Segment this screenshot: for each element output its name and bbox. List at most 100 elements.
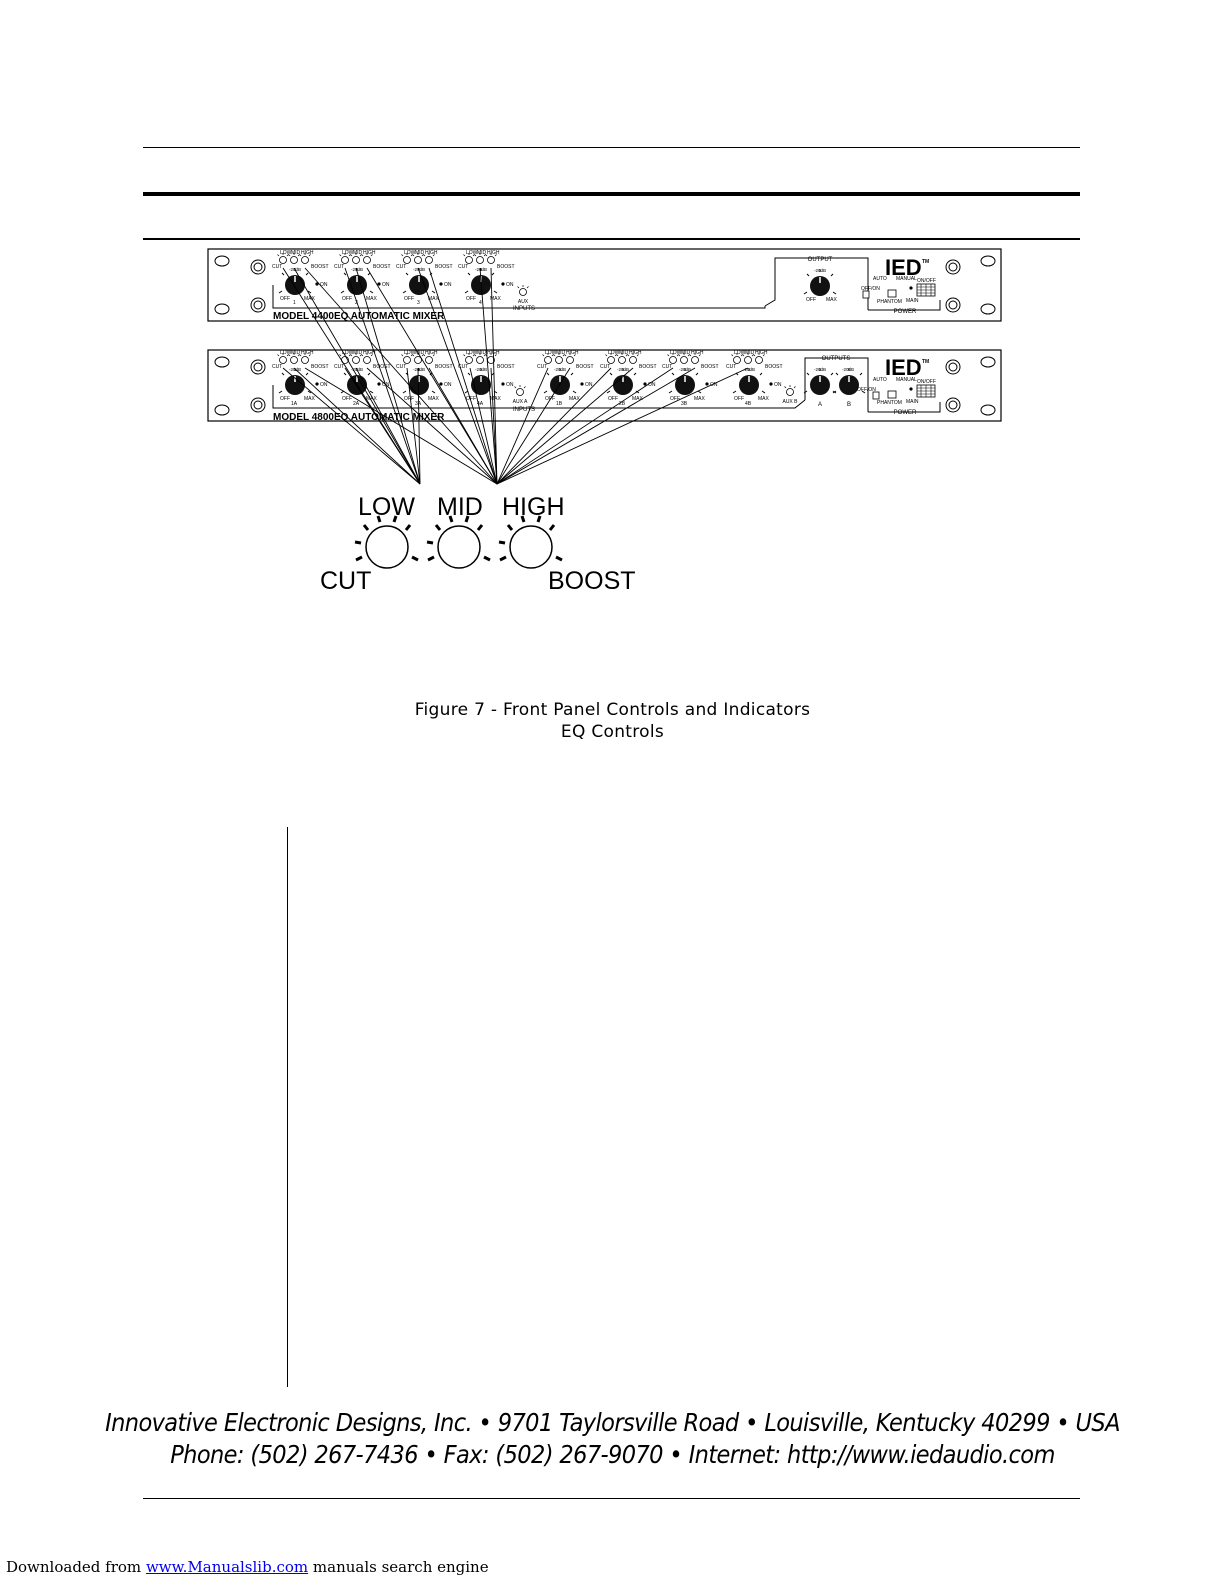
svg-text:TM: TM: [922, 359, 929, 365]
svg-text:HIGH: HIGH: [301, 350, 314, 356]
svg-text:MID: MID: [415, 250, 425, 256]
rack-slot-icon: [214, 255, 230, 267]
headphone-jack-icon: [250, 397, 266, 413]
svg-text:ON/OFF: ON/OFF: [917, 278, 936, 284]
panel-4400eq: INPUTS AUX LOW MID HIGH CUT BOOST -20dB …: [207, 248, 1002, 322]
figure-caption-line1: Figure 7 - Front Panel Controls and Indi…: [414, 700, 811, 720]
mode-switch[interactable]: [887, 390, 897, 399]
svg-text:MID: MID: [291, 250, 301, 256]
svg-text:CUT: CUT: [458, 364, 468, 370]
svg-text:LOW: LOW: [608, 350, 620, 356]
svg-text:MID: MID: [619, 350, 629, 356]
footer-contact: Phone: (502) 267-7436 • Fax: (502) 267-9…: [170, 1440, 1055, 1469]
channel-number: 1A: [291, 401, 298, 407]
svg-text:MAX: MAX: [758, 396, 770, 402]
svg-text:ON: ON: [444, 282, 452, 288]
mode-switch[interactable]: [887, 289, 897, 298]
svg-text:A: A: [818, 402, 822, 408]
aux-label: AUX: [518, 299, 529, 305]
outputs-label: OUTPUTS: [822, 356, 851, 362]
model-label: MODEL 4800EQ AUTOMATIC MIXER: [273, 412, 445, 423]
svg-text:BOOST: BOOST: [311, 364, 329, 370]
rack-slot-icon: [980, 356, 996, 368]
svg-text:MID: MID: [745, 350, 755, 356]
svg-text:BOOST: BOOST: [497, 264, 515, 270]
svg-text:MID: MID: [681, 350, 691, 356]
svg-text:MID: MID: [353, 250, 363, 256]
phantom-switch[interactable]: [872, 391, 880, 400]
svg-text:ON: ON: [506, 282, 514, 288]
footer-rule: [143, 1498, 1080, 1499]
svg-text:OFF: OFF: [466, 296, 476, 302]
svg-text:CUT: CUT: [600, 364, 610, 370]
svg-text:ON: ON: [382, 282, 390, 288]
channel-number: 3: [417, 300, 420, 306]
svg-text:LOW: LOW: [342, 250, 354, 256]
svg-text:AUX A: AUX A: [513, 399, 528, 405]
svg-text:ON: ON: [774, 382, 782, 388]
svg-text:MAX: MAX: [694, 396, 706, 402]
channel-number: 2A: [353, 401, 360, 407]
svg-text:ON: ON: [710, 382, 718, 388]
channel-number: 3B: [681, 401, 688, 407]
manualslib-link[interactable]: www.Manualslib.com: [145, 1558, 309, 1576]
svg-text:MAX: MAX: [304, 296, 316, 302]
svg-text:ON: ON: [506, 382, 514, 388]
svg-text:CUT: CUT: [458, 264, 468, 270]
svg-text:OFF: OFF: [342, 396, 352, 402]
power-label: POWER: [894, 410, 917, 416]
svg-text:OFF: OFF: [404, 296, 414, 302]
channel-strip-3: LOW MID HIGH CUT BOOST -20dB OFF MAX 3 O…: [396, 250, 453, 306]
phantom-switch[interactable]: [862, 290, 870, 299]
svg-text:LOW: LOW: [734, 350, 746, 356]
svg-text:HIGH: HIGH: [301, 250, 314, 256]
margin-vertical-rule: [287, 827, 288, 1387]
eq-mid-knob-large: [426, 515, 491, 569]
svg-text:LOW: LOW: [280, 350, 292, 356]
svg-text:AUTO: AUTO: [873, 276, 887, 282]
svg-text:ON/OFF: ON/OFF: [917, 379, 936, 385]
svg-text:TM: TM: [922, 259, 929, 265]
svg-text:BOOST: BOOST: [435, 364, 453, 370]
svg-text:ON: ON: [585, 382, 593, 388]
rack-slot-icon: [980, 404, 996, 416]
svg-text:HIGH: HIGH: [487, 250, 500, 256]
svg-text:MAX: MAX: [428, 296, 440, 302]
svg-text:BOOST: BOOST: [576, 364, 594, 370]
svg-text:OFF/ON: OFF/ON: [857, 387, 876, 393]
svg-text:BOOST: BOOST: [639, 364, 657, 370]
svg-text:CUT: CUT: [396, 364, 406, 370]
svg-text:OFF: OFF: [404, 396, 414, 402]
channel-number: 4B: [745, 401, 752, 407]
svg-text:HIGH: HIGH: [755, 350, 768, 356]
svg-text:LOW: LOW: [404, 250, 416, 256]
svg-text:HIGH: HIGH: [363, 350, 376, 356]
svg-text:OFF: OFF: [670, 396, 680, 402]
svg-text:CUT: CUT: [334, 264, 344, 270]
svg-text:LOW: LOW: [342, 350, 354, 356]
svg-text:CUT: CUT: [272, 264, 282, 270]
download-suffix: manuals search engine: [312, 1558, 489, 1576]
svg-text:MID: MID: [477, 350, 487, 356]
svg-text:BOOST: BOOST: [765, 364, 783, 370]
svg-text:OFF/ON: OFF/ON: [861, 286, 880, 292]
channel-number: 4A: [477, 401, 484, 407]
svg-text:MANUAL: MANUAL: [896, 276, 917, 282]
eq-low-knob-large: [354, 515, 419, 569]
eq-high-knob-large: [498, 515, 563, 569]
channel-strip-2: LOW MID HIGH CUT BOOST -20dB OFF MAX 2 O…: [334, 250, 391, 306]
svg-text:LOW: LOW: [404, 350, 416, 356]
headphone-jack-icon: [945, 359, 961, 375]
svg-text:MAX: MAX: [490, 296, 502, 302]
svg-text:MAX: MAX: [428, 396, 440, 402]
svg-text:MAX: MAX: [490, 396, 502, 402]
header-rule-top: [143, 147, 1080, 148]
channel-strip-3b: LOW MID HIGH CUT BOOST -20dB OFF MAX 3B …: [662, 350, 719, 407]
headphone-jack-icon: [250, 359, 266, 375]
svg-text:LOW: LOW: [280, 250, 292, 256]
svg-text:MAX: MAX: [366, 396, 378, 402]
channel-strip-4b: LOW MID HIGH CUT BOOST -20dB OFF MAX 4B …: [726, 350, 783, 407]
svg-text:BOOST: BOOST: [311, 264, 329, 270]
svg-text:CUT: CUT: [726, 364, 736, 370]
svg-text:BOOST: BOOST: [497, 364, 515, 370]
